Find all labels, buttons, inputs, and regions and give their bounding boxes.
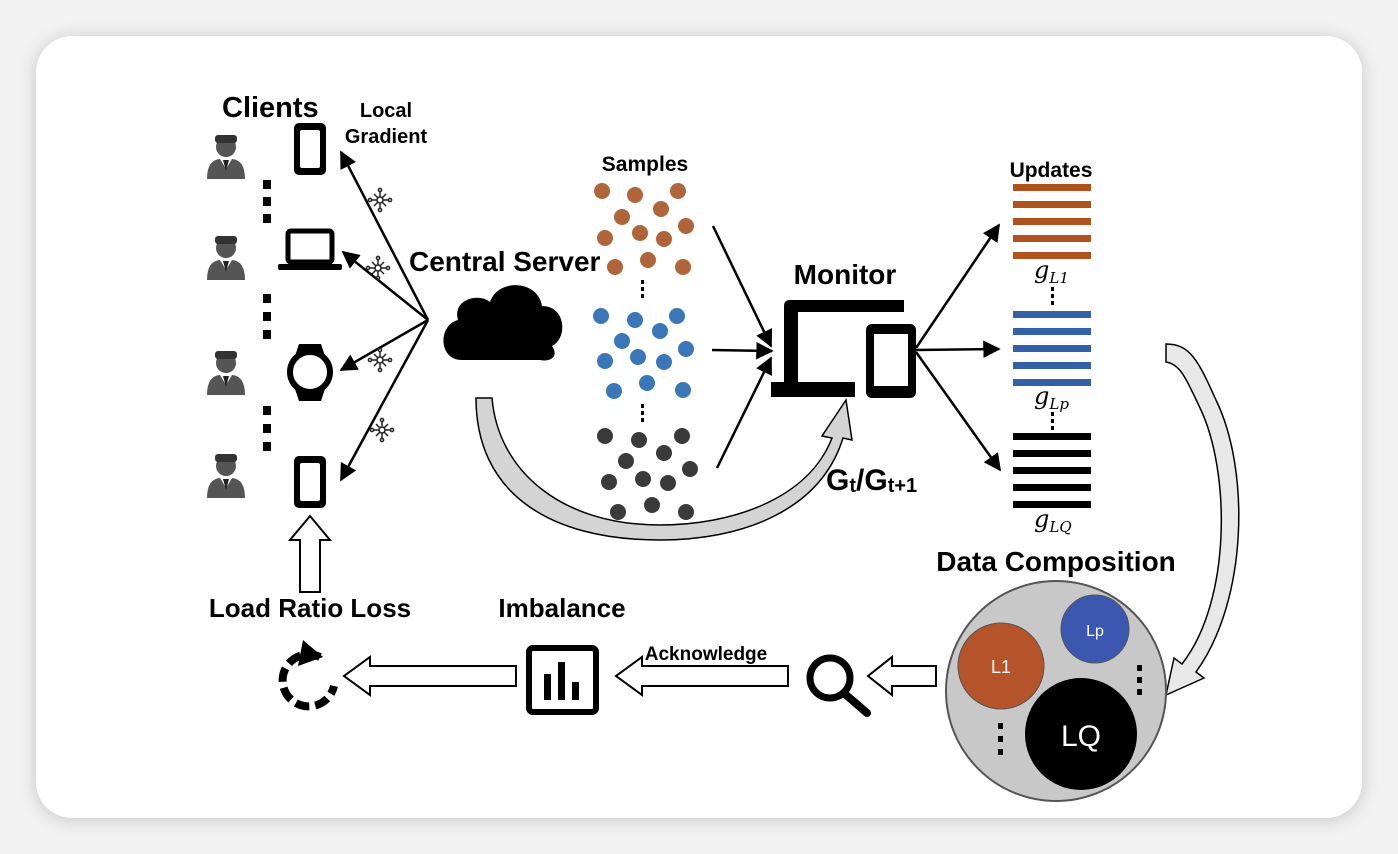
update-bars-lp: [1013, 311, 1091, 386]
data-composition-pie: L1 Lp LQ: [945, 580, 1167, 802]
sample-arrows: [711, 225, 774, 469]
g-lp-label: gLp: [1034, 382, 1069, 413]
search-icon: [806, 654, 871, 717]
gradient-arrows: [339, 150, 430, 482]
person-icon: [207, 454, 245, 498]
acknowledge-label: Acknowledge: [645, 644, 767, 665]
local-gradient-label-line1: Local: [360, 100, 412, 122]
bar-chart-icon: [526, 645, 599, 715]
phone-icon: [294, 123, 326, 175]
monitor-device-icon: [771, 300, 916, 398]
dark-sample-dots: [597, 428, 698, 520]
up-arrow: [287, 514, 333, 593]
lp-circle: [1060, 594, 1130, 664]
central-server-title: Central Server: [409, 246, 601, 277]
update-bars-l1: [1013, 184, 1091, 259]
system-diagram: Clients Local Gradient Central Server Sa…: [207, 92, 1240, 802]
gt-label: Gt/Gt+1: [826, 464, 917, 497]
data-composition-title: Data Composition: [936, 546, 1176, 577]
vertical-dots: [998, 665, 1142, 755]
brown-sample-dots: [594, 183, 694, 275]
l1-circle: [957, 622, 1045, 710]
update-arrows: [914, 223, 1002, 472]
refresh-icon: [278, 640, 338, 711]
gradient-icon: [367, 187, 393, 213]
imbalance-title: Imbalance: [498, 593, 625, 623]
vertical-dots: [1051, 287, 1054, 305]
local-gradient-label-line2: Gradient: [345, 126, 428, 148]
left-arrow-acknowledge: [614, 655, 789, 697]
person-icon: [207, 351, 245, 395]
lp-label: Lp: [1086, 623, 1104, 640]
monitor-title: Monitor: [794, 259, 897, 290]
clients-title: Clients: [222, 92, 319, 124]
blue-sample-dots: [593, 308, 694, 399]
load-ratio-loss-title: Load Ratio Loss: [209, 593, 411, 623]
laptop-icon: [278, 228, 342, 270]
update-bars-lq: [1013, 433, 1091, 508]
updates-title: Updates: [1010, 159, 1093, 182]
gradient-icon: [365, 255, 391, 281]
cloud-icon: [443, 285, 563, 361]
curved-arrow-updates-to-composition: [1164, 343, 1240, 697]
curved-arrow-server-to-monitor: [475, 397, 853, 541]
vertical-dots: [641, 404, 644, 422]
vertical-dots: [263, 180, 271, 451]
left-arrow-imbalance: [342, 655, 517, 697]
watch-icon: [287, 344, 333, 401]
lq-label: LQ: [1061, 720, 1101, 753]
left-arrow-from-composition: [866, 654, 937, 698]
g-l1-label: gL1: [1034, 256, 1069, 287]
samples-title: Samples: [602, 153, 688, 176]
g-lq-label: gLQ: [1034, 505, 1072, 536]
vertical-dots: [641, 280, 644, 298]
phone-icon: [294, 456, 326, 508]
l1-label: L1: [991, 657, 1011, 677]
lq-circle: [1025, 678, 1137, 790]
person-icon: [207, 236, 245, 280]
vertical-dots: [1051, 412, 1054, 430]
diagram-card: Clients Local Gradient Central Server Sa…: [36, 36, 1362, 818]
person-icon: [207, 135, 245, 179]
